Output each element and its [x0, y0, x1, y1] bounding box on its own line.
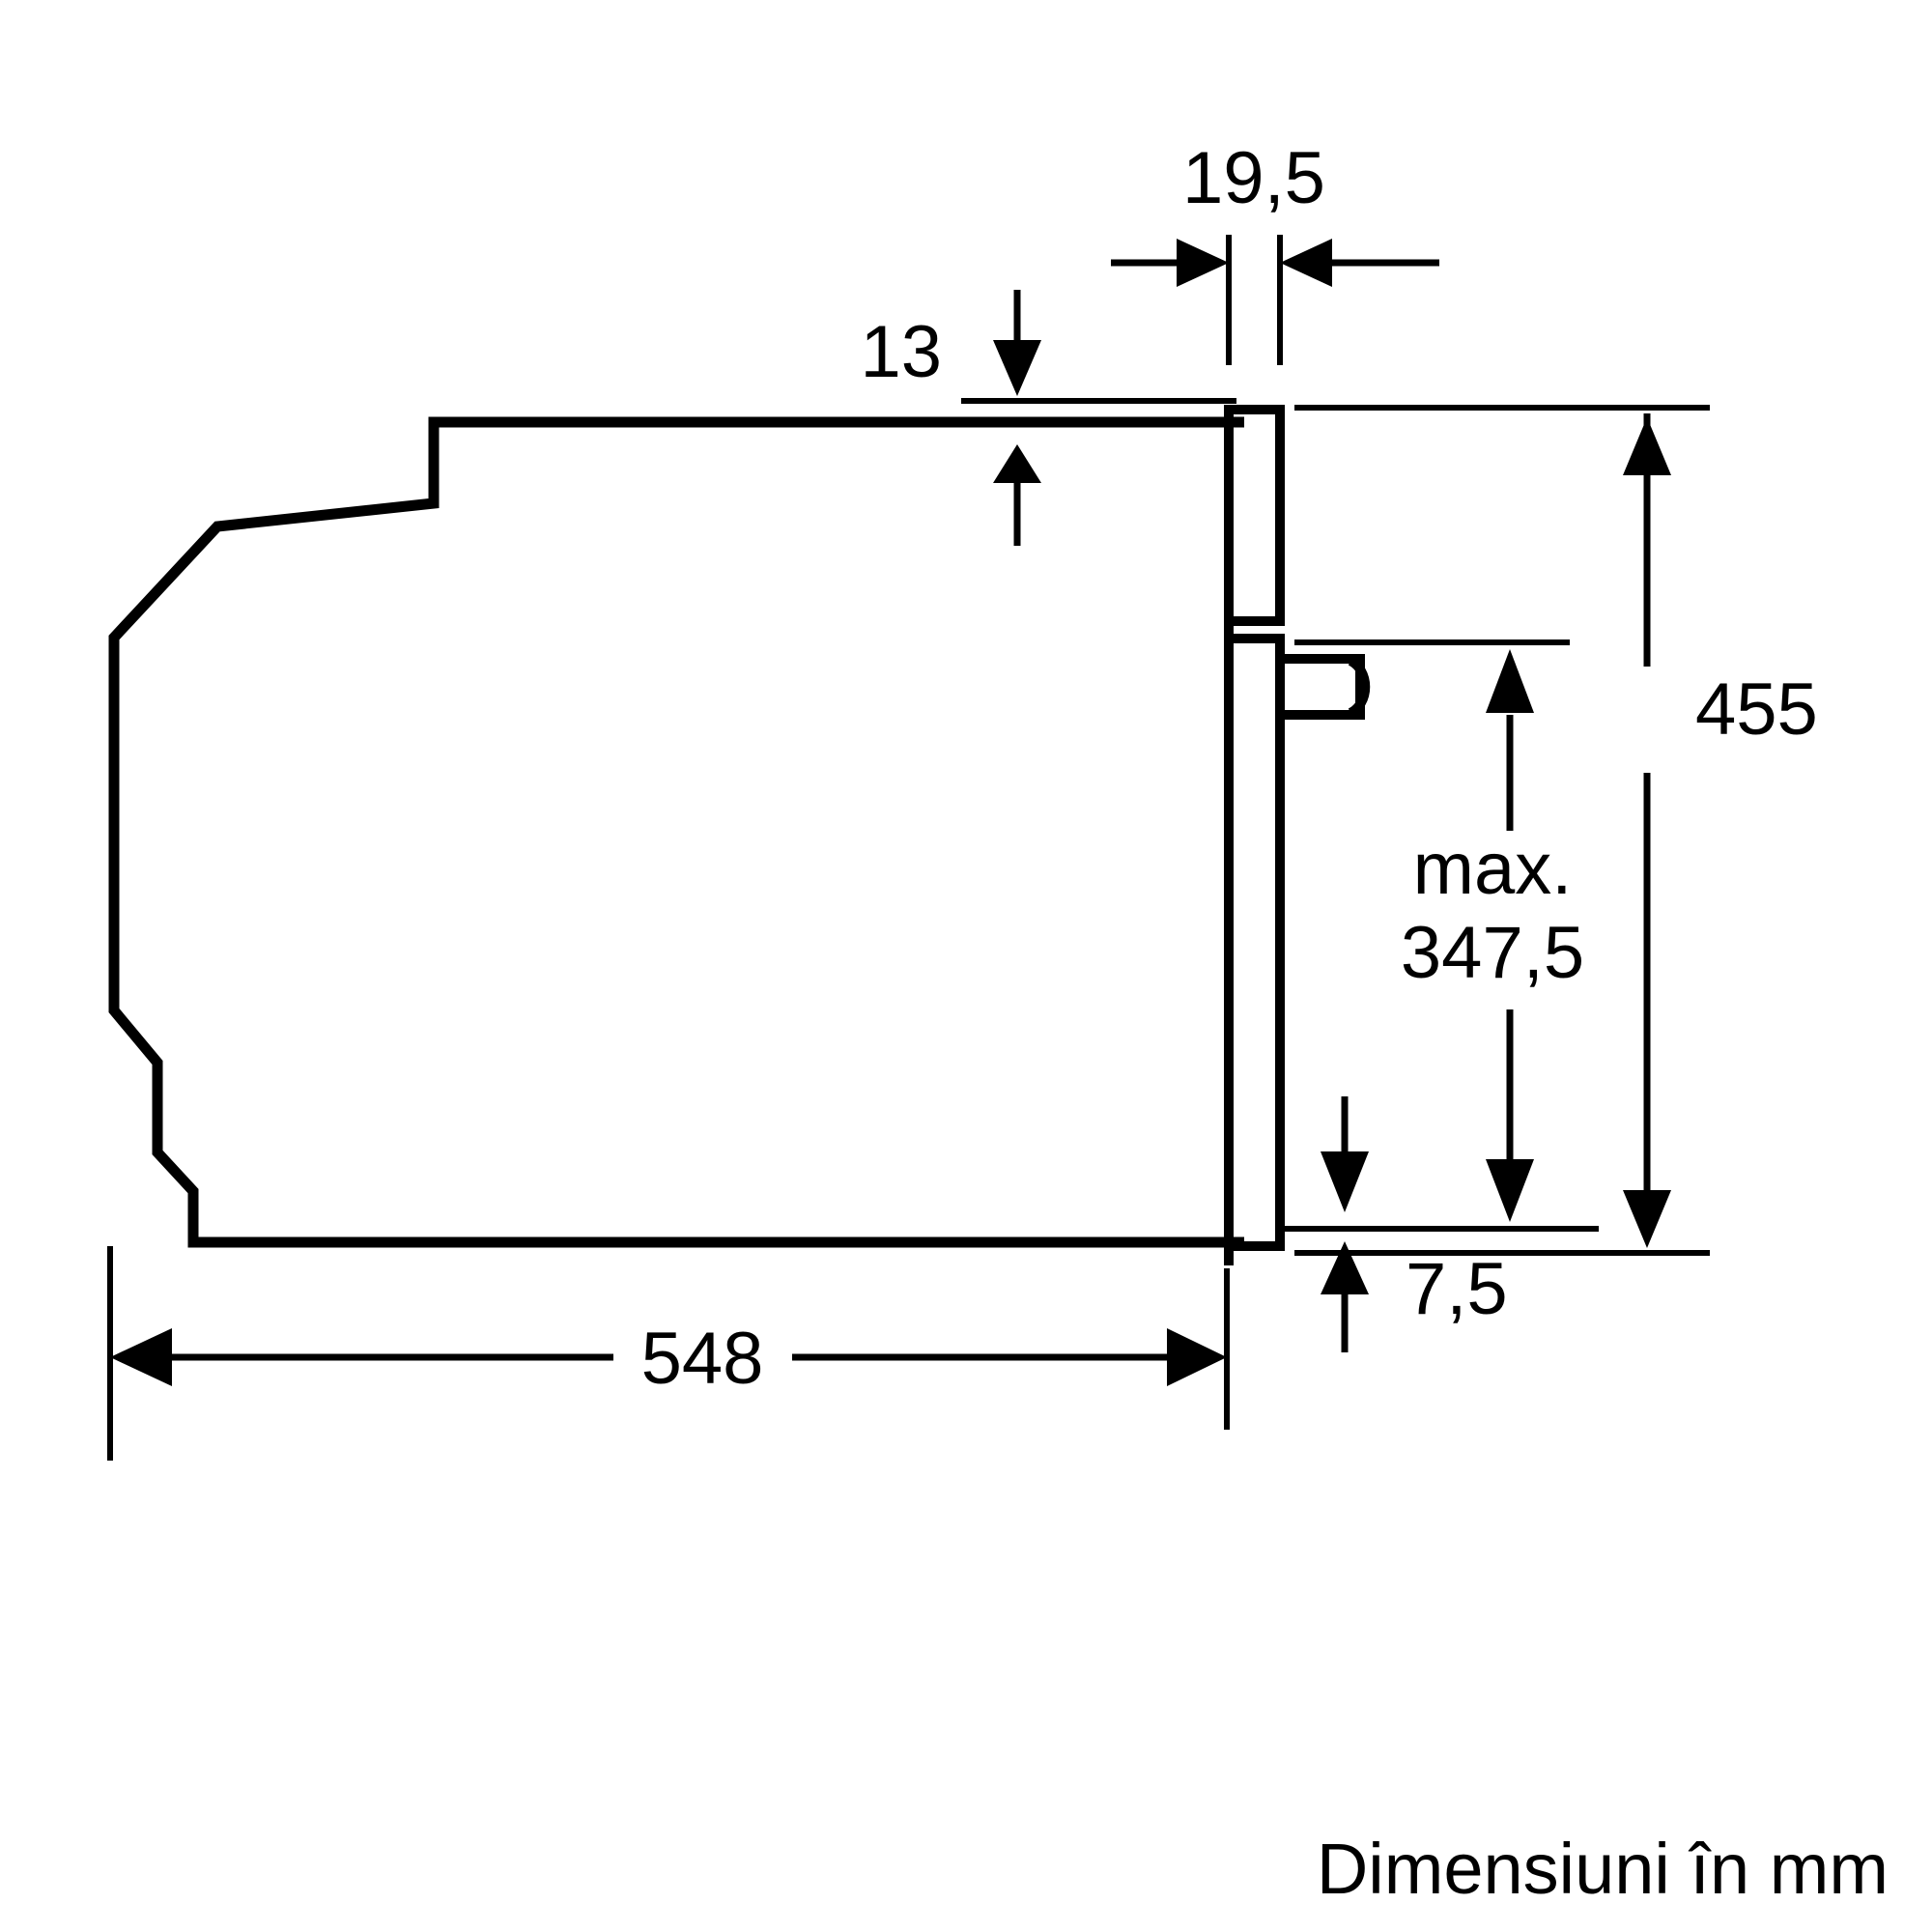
arrow-7-5-bottom	[1321, 1241, 1369, 1294]
arrow-548-right	[1167, 1328, 1227, 1386]
door-face	[1224, 621, 1285, 1265]
arrow-455-bottom	[1623, 1190, 1671, 1248]
arrow-13-top	[993, 340, 1041, 396]
dimension-455: 455	[1294, 405, 1818, 1256]
hinge-pin-end-cap	[1348, 656, 1371, 718]
dimension-max-347-5: max. 347,5	[1285, 639, 1599, 1232]
dim-label-347-5: 347,5	[1401, 912, 1584, 994]
oven-profile-path	[108, 416, 1244, 1248]
arrow-548-left	[110, 1328, 172, 1386]
door-upper-frame	[1224, 405, 1285, 626]
oven-body-outline	[108, 416, 1244, 1248]
oven-door-panel	[1224, 405, 1285, 1265]
arrow-347-5-top	[1486, 649, 1534, 713]
dim-label-19-5: 19,5	[1182, 137, 1325, 219]
dim-label-13: 13	[860, 311, 942, 393]
dim-label-548: 548	[641, 1318, 764, 1400]
dimension-7-5: 7,5	[1321, 1096, 1508, 1352]
arrow-19-5-right	[1280, 239, 1332, 287]
arrow-455-top	[1623, 417, 1671, 475]
dim-label-455: 455	[1695, 668, 1818, 751]
dim-label-7-5: 7,5	[1406, 1248, 1508, 1330]
arrow-347-5-bottom	[1486, 1159, 1534, 1222]
hinge-pin-detail	[1280, 654, 1371, 720]
arrow-13-bottom	[993, 444, 1041, 483]
dimension-548: 548	[107, 1246, 1230, 1461]
dimension-19-5: 19,5	[1111, 137, 1439, 365]
arrow-7-5-top	[1321, 1151, 1369, 1212]
units-caption: Dimensiuni în mm	[1317, 1829, 1889, 1909]
dimension-13: 13	[860, 290, 1236, 546]
dim-label-max: max.	[1413, 828, 1573, 910]
arrow-19-5-left	[1177, 239, 1229, 287]
hinge-pin-body	[1280, 654, 1365, 720]
